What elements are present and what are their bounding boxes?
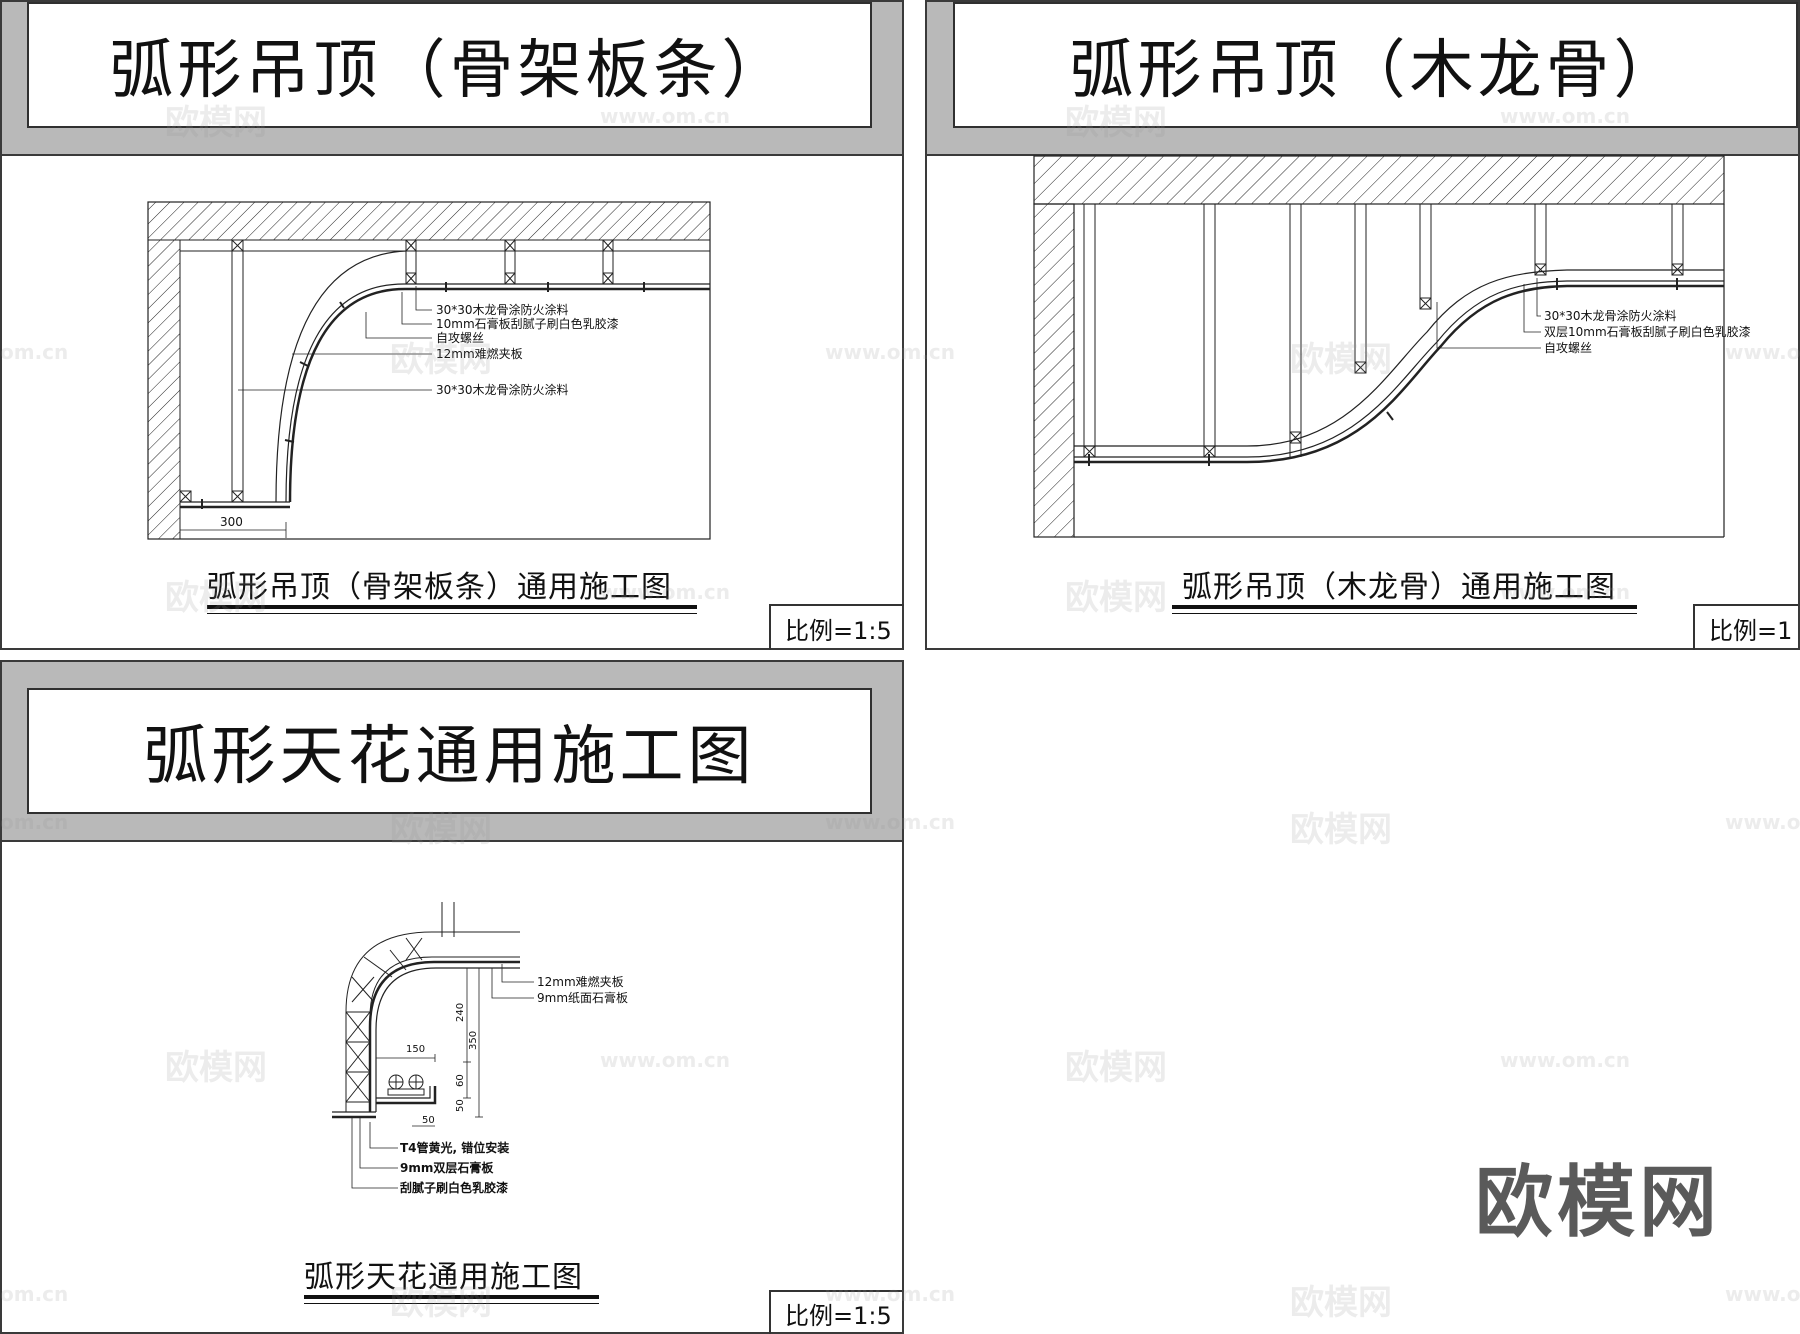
callout-label: 9mm双层石膏板	[400, 1160, 494, 1175]
drawing-caption: 弧形吊顶（骨架板条）通用施工图	[207, 570, 672, 605]
hanger-rods	[180, 240, 710, 502]
caption-underline-thin	[304, 1303, 599, 1304]
sheet-header: 弧形吊顶（木龙骨）	[927, 2, 1798, 156]
drawing-sheet-3: 弧形天花通用施工图	[0, 660, 904, 1334]
callout-label: 30*30木龙骨涂防火涂料	[1544, 308, 1677, 323]
dimension-label: 150	[406, 1044, 425, 1055]
s-curve-board	[1074, 269, 1724, 464]
dimension-line	[179, 522, 287, 538]
scale-label: 比例=1	[1693, 604, 1798, 650]
watermark-url: www.om.cn	[1500, 1048, 1631, 1072]
watermark-url: www.om.cn	[1725, 1282, 1800, 1306]
callout-label: 30*30木龙骨涂防火涂料	[436, 382, 569, 397]
caption-underline-thin	[207, 613, 697, 614]
side-wall	[1033, 203, 1075, 538]
caption-underline-thin	[1172, 613, 1637, 614]
watermark-brand: 欧模网	[1065, 1048, 1167, 1088]
drawing-sheet-2: 弧形吊顶（木龙骨）	[925, 0, 1800, 650]
callout-labels: 12mm难燃夹板 9mm纸面石膏板 T4管黄光, 错位安装 9mm双层石膏板 刮…	[400, 974, 628, 1195]
brand-logo: 欧模网	[1475, 1158, 1722, 1248]
callout-labels: 30*30木龙骨涂防火涂料 10mm石膏板刮腻子刷白色乳胶漆 自攻螺丝 12mm…	[436, 302, 619, 397]
sheet-title: 弧形吊顶（木龙骨）	[953, 2, 1798, 128]
dimension-label: 60	[455, 1074, 466, 1087]
drawing-caption: 弧形吊顶（木龙骨）通用施工图	[1182, 570, 1616, 605]
dimension-label: 240	[455, 1003, 466, 1022]
hanger-rods	[441, 902, 455, 937]
caption-underline	[1172, 605, 1637, 609]
arc-truss	[345, 931, 520, 1112]
dimension-label: 50	[455, 1099, 466, 1112]
drawing-arc-ceiling-frame-lath: 30*30木龙骨涂防火涂料 10mm石膏板刮腻子刷白色乳胶漆 自攻螺丝 12mm…	[147, 201, 711, 540]
sheet-header: 弧形吊顶（骨架板条）	[2, 2, 902, 156]
hanger-rods	[1083, 204, 1684, 457]
leader-lines	[238, 286, 432, 391]
joist-markers	[179, 239, 614, 503]
light-cove	[332, 1074, 437, 1119]
watermark-brand: 欧模网	[1290, 810, 1392, 850]
arc-board	[180, 250, 710, 509]
callout-label: T4管黄光, 错位安装	[400, 1140, 509, 1155]
dimension-labels: 150 240 350 60 50 50	[406, 1003, 479, 1126]
callout-label: 自攻螺丝	[436, 331, 484, 345]
callout-label: 自攻螺丝	[1544, 341, 1592, 355]
side-wall	[147, 239, 181, 540]
ceiling-slab	[147, 201, 711, 241]
callout-label: 9mm纸面石膏板	[537, 990, 628, 1005]
joist-markers	[1083, 263, 1684, 458]
callout-label: 10mm石膏板刮腻子刷白色乳胶漆	[436, 316, 619, 331]
leader-lines	[1436, 278, 1541, 349]
sheet-header: 弧形天花通用施工图	[2, 662, 902, 842]
caption-underline	[304, 1295, 599, 1299]
watermark-url: www.om.cn	[1725, 810, 1800, 834]
sheet-title: 弧形吊顶（骨架板条）	[27, 2, 872, 128]
scale-label: 比例=1:5	[769, 1290, 904, 1334]
leader-lines	[351, 964, 534, 1189]
dimension-label: 50	[422, 1115, 435, 1126]
callout-label: 刮腻子刷白色乳胶漆	[400, 1180, 508, 1195]
callout-label: 30*30木龙骨涂防火涂料	[436, 302, 569, 317]
screws	[1088, 278, 1678, 466]
drawing-sheet-1: 弧形吊顶（骨架板条）	[0, 0, 904, 650]
drawing-arc-ceiling-lighting: 150 240 350 60 50 50 12mm难燃夹板 9mm纸面石膏板 T…	[332, 902, 628, 1195]
callout-label: 双层10mm石膏板刮腻子刷白色乳胶漆	[1544, 324, 1751, 339]
ceiling-slab	[1033, 155, 1725, 205]
callout-labels: 30*30木龙骨涂防火涂料 双层10mm石膏板刮腻子刷白色乳胶漆 自攻螺丝	[1544, 308, 1751, 355]
screws	[201, 282, 645, 509]
drawing-arc-ceiling-wood-joist: 30*30木龙骨涂防火涂料 双层10mm石膏板刮腻子刷白色乳胶漆 自攻螺丝	[1033, 155, 1751, 538]
drawing-caption: 弧形天花通用施工图	[304, 1260, 583, 1295]
callout-label: 12mm难燃夹板	[537, 974, 624, 989]
scale-label: 比例=1:5	[769, 604, 904, 650]
dimension-lines	[375, 967, 483, 1127]
board-layers	[368, 960, 520, 1112]
callout-label: 12mm难燃夹板	[436, 346, 523, 361]
caption-underline	[207, 605, 697, 609]
dimension-label: 300	[220, 515, 243, 529]
watermark-brand: 欧模网	[1290, 1283, 1392, 1323]
dimension-label: 350	[468, 1031, 479, 1050]
sheet-title: 弧形天花通用施工图	[27, 688, 872, 814]
